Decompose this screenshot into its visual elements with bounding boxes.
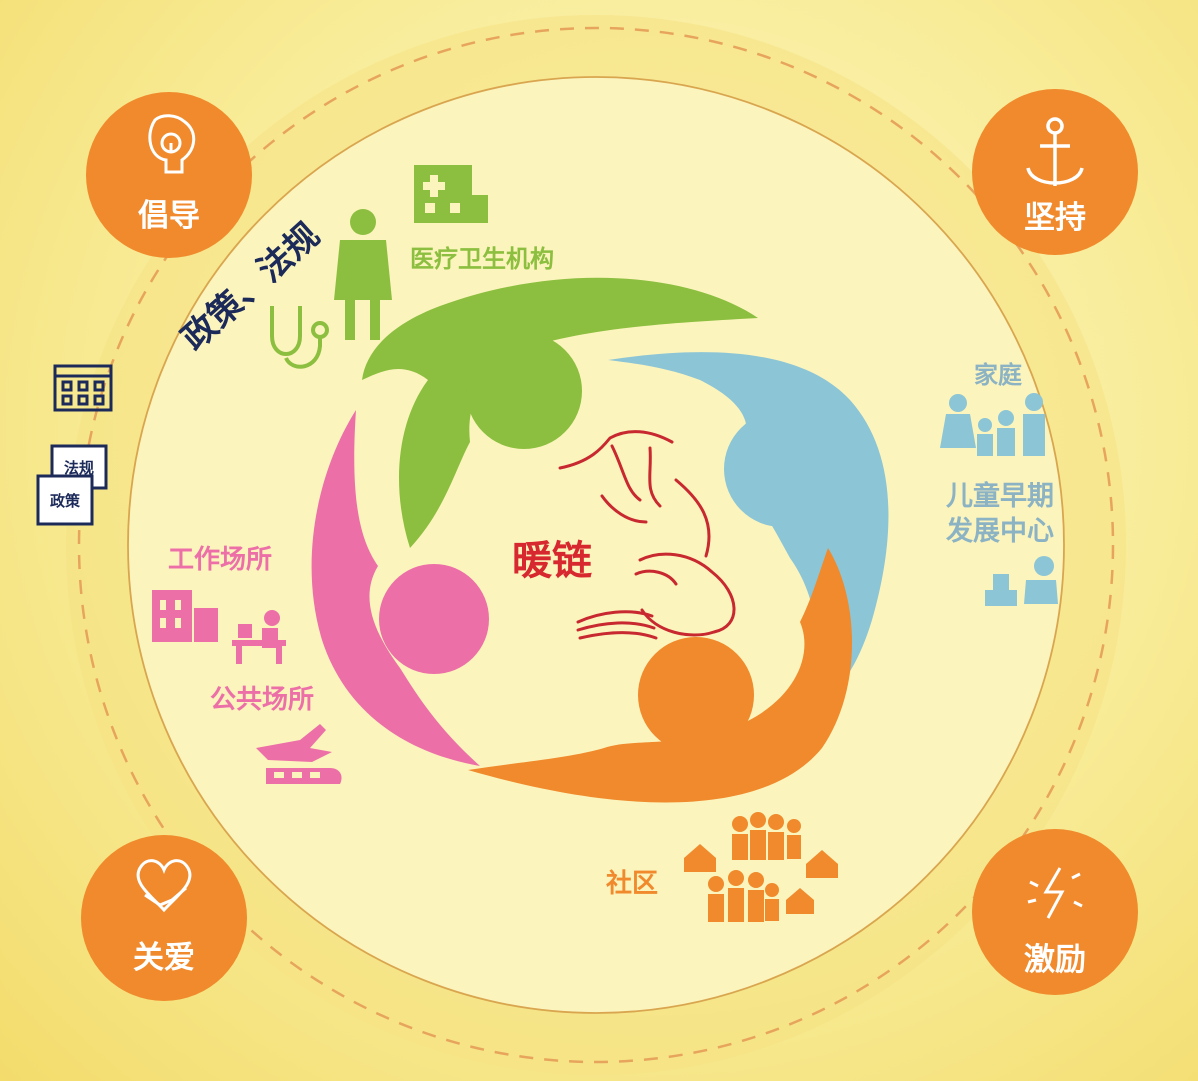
heart-handshake-icon — [136, 859, 192, 913]
outer-ring — [66, 15, 1126, 1075]
desk-worker-icon — [232, 610, 286, 664]
sector-public: 公共场所 — [210, 685, 314, 715]
mother-baby-illustration-icon — [558, 430, 736, 640]
arm-orange — [468, 548, 853, 803]
office-building-icon — [152, 590, 218, 642]
sector-community: 社区 — [606, 868, 658, 899]
head-orange — [638, 637, 754, 753]
lightbulb-head-icon — [148, 114, 196, 174]
center-label: 暖链 — [512, 538, 592, 584]
family-icon — [940, 393, 1045, 456]
sector-ecd-line1: 儿童早期 — [946, 480, 1054, 512]
corner-label-advocacy: 倡导 — [138, 198, 200, 234]
arm-green — [362, 277, 758, 548]
warm-chain-swirl — [311, 277, 889, 803]
corner-incentive: 激励 — [972, 829, 1138, 995]
spark-icon — [1027, 867, 1083, 919]
head-pink — [379, 564, 489, 674]
documents-icon: 法规 政策 — [36, 444, 108, 526]
plane-train-icon — [256, 724, 342, 784]
nurse-icon — [334, 209, 392, 340]
stethoscope-icon — [270, 306, 329, 369]
document-policy-label: 政策 — [50, 492, 81, 510]
government-building-icon — [53, 364, 113, 412]
head-green — [466, 333, 582, 449]
arm-pink — [311, 410, 480, 766]
document-law-label: 法规 — [64, 459, 94, 477]
corner-label-incentive: 激励 — [1024, 942, 1086, 978]
corner-care: 关爱 — [81, 835, 247, 1001]
community-people-icon — [684, 812, 838, 922]
corner-persistence: 坚持 — [972, 89, 1138, 255]
hospital-icon — [414, 165, 488, 223]
sector-medical: 医疗卫生机构 — [410, 245, 554, 273]
corner-label-persistence: 坚持 — [1024, 200, 1086, 236]
child-blocks-icon — [985, 556, 1058, 606]
sector-ecd-line2: 发展中心 — [945, 515, 1054, 547]
head-blue — [724, 411, 840, 527]
sector-workplace: 工作场所 — [168, 545, 272, 575]
corner-label-care: 关爱 — [133, 940, 195, 976]
anchor-icon — [1026, 117, 1084, 186]
sector-family: 家庭 — [974, 361, 1022, 389]
corner-advocacy: 倡导 — [86, 92, 252, 258]
